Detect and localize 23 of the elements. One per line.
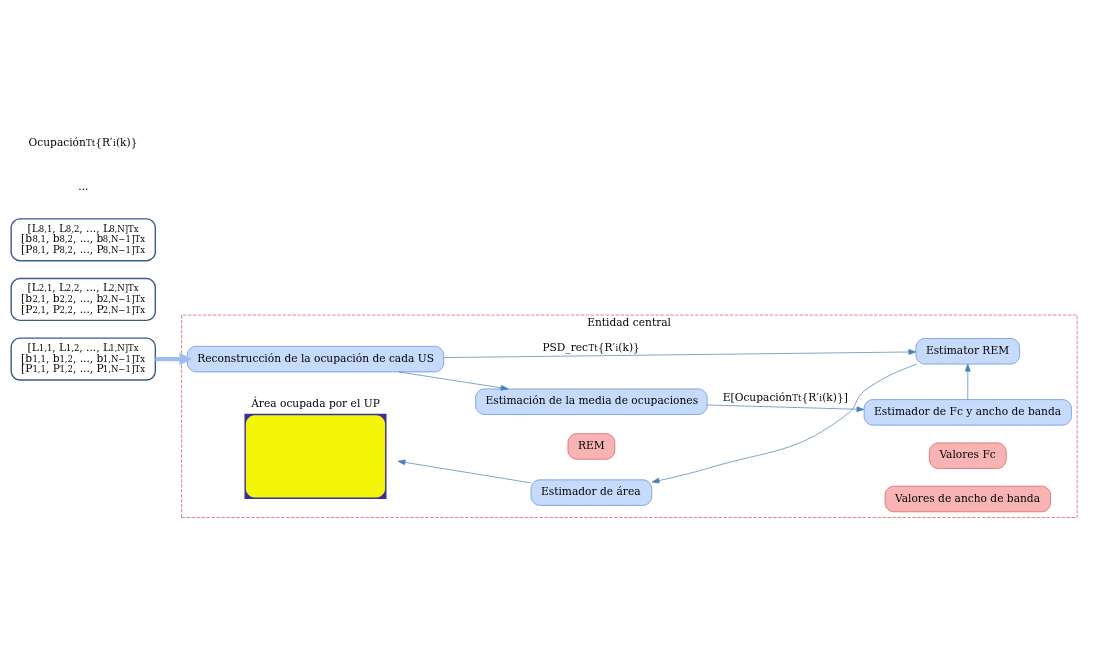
node-box: Estimator REM (915, 337, 1020, 364)
node-label: Área ocupada por el UP (251, 396, 380, 410)
node-box: [L2,1, L2,2, ..., L2,N]Tx [b2,1, b2,2, ..., b2,N−1]Tx [P2,1, P2,2, ..., P2,N−1]Tx (10, 277, 157, 321)
node-box: [L8,1, L8,2, ..., L8,N]Tx [b8,1, b8,2, ..., b8,N−1]Tx [P8,1, P8,2, ..., P8,N−1]Tx (10, 217, 157, 261)
arrow (443, 348, 917, 358)
node-box: Valores Fc (929, 442, 1007, 469)
edge-label: E[OcupaciónTt{R′i(k)}] (722, 390, 848, 404)
arrow (397, 459, 532, 483)
arrow (398, 371, 509, 391)
label: ... (78, 179, 89, 193)
arrow (155, 352, 192, 366)
node-box: [L1,1, L1,2, ..., L1,N]Tx [b1,1, b1,2, ..., b1,N−1]Tx [P1,1, P1,2, ..., P1,N−1]Tx (10, 336, 157, 381)
arrow (964, 363, 971, 400)
edge-label: PSD_recTt{R′i(k)} (542, 340, 640, 354)
arrow (706, 404, 865, 412)
node-box: Estimación de la media de ocupaciones (475, 388, 708, 415)
node-box: Estimador de Fc y ancho de banda (863, 398, 1072, 425)
node-box: Estimador de área (530, 479, 653, 506)
node-box: Valores de ancho de banda (884, 485, 1051, 512)
arrow (651, 363, 918, 483)
node-box: Reconstrucción de la ocupación de cada US (186, 345, 445, 372)
node-box: REM (567, 432, 616, 460)
label: OcupaciónTt{R′i(k)} (28, 135, 138, 149)
